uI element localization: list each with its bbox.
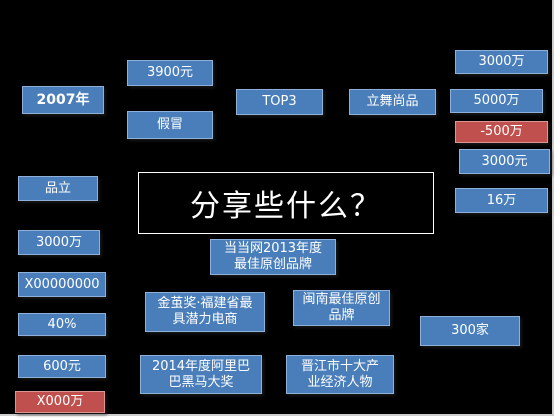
right-neg500wan-box: -500万: [455, 121, 548, 143]
minnan-award-box: 闽南最佳原创品牌: [293, 290, 390, 326]
pinli-box: 品立: [18, 176, 98, 201]
jinjiang-top10-box: 晋江市十大产业经济人物: [286, 355, 394, 394]
x000wan-box: X000万: [15, 391, 105, 413]
right-3000yuan-box: 3000元: [459, 149, 550, 174]
right-16wan-box: 16万: [455, 188, 548, 213]
left-3000wan-box: 3000万: [18, 230, 100, 255]
percent-40-box: 40%: [18, 313, 106, 336]
price-3900-box: 3900元: [127, 60, 213, 86]
year-2007-box: 2007年: [22, 86, 104, 114]
top3-box: TOP3: [236, 89, 323, 115]
x00000000-box: X00000000: [18, 272, 106, 297]
households-300-box: 300家: [420, 316, 520, 346]
alibaba-award-box: 2014年度阿里巴巴黑马大奖: [140, 355, 262, 394]
fake-box: 假冒: [127, 111, 213, 139]
jinjiang-award-box: 金茧奖·福建省最具潜力电商: [145, 292, 265, 332]
right-3000wan-box: 3000万: [455, 50, 548, 74]
left-600yuan-box: 600元: [18, 355, 106, 378]
dangdang-award-box: 当当网2013年度最佳原创品牌: [210, 239, 336, 275]
right-5000wan-box: 5000万: [450, 89, 543, 113]
lisiwu-box: 立舞尚品: [349, 89, 436, 115]
slide-title: 分享些什么？: [138, 172, 434, 234]
